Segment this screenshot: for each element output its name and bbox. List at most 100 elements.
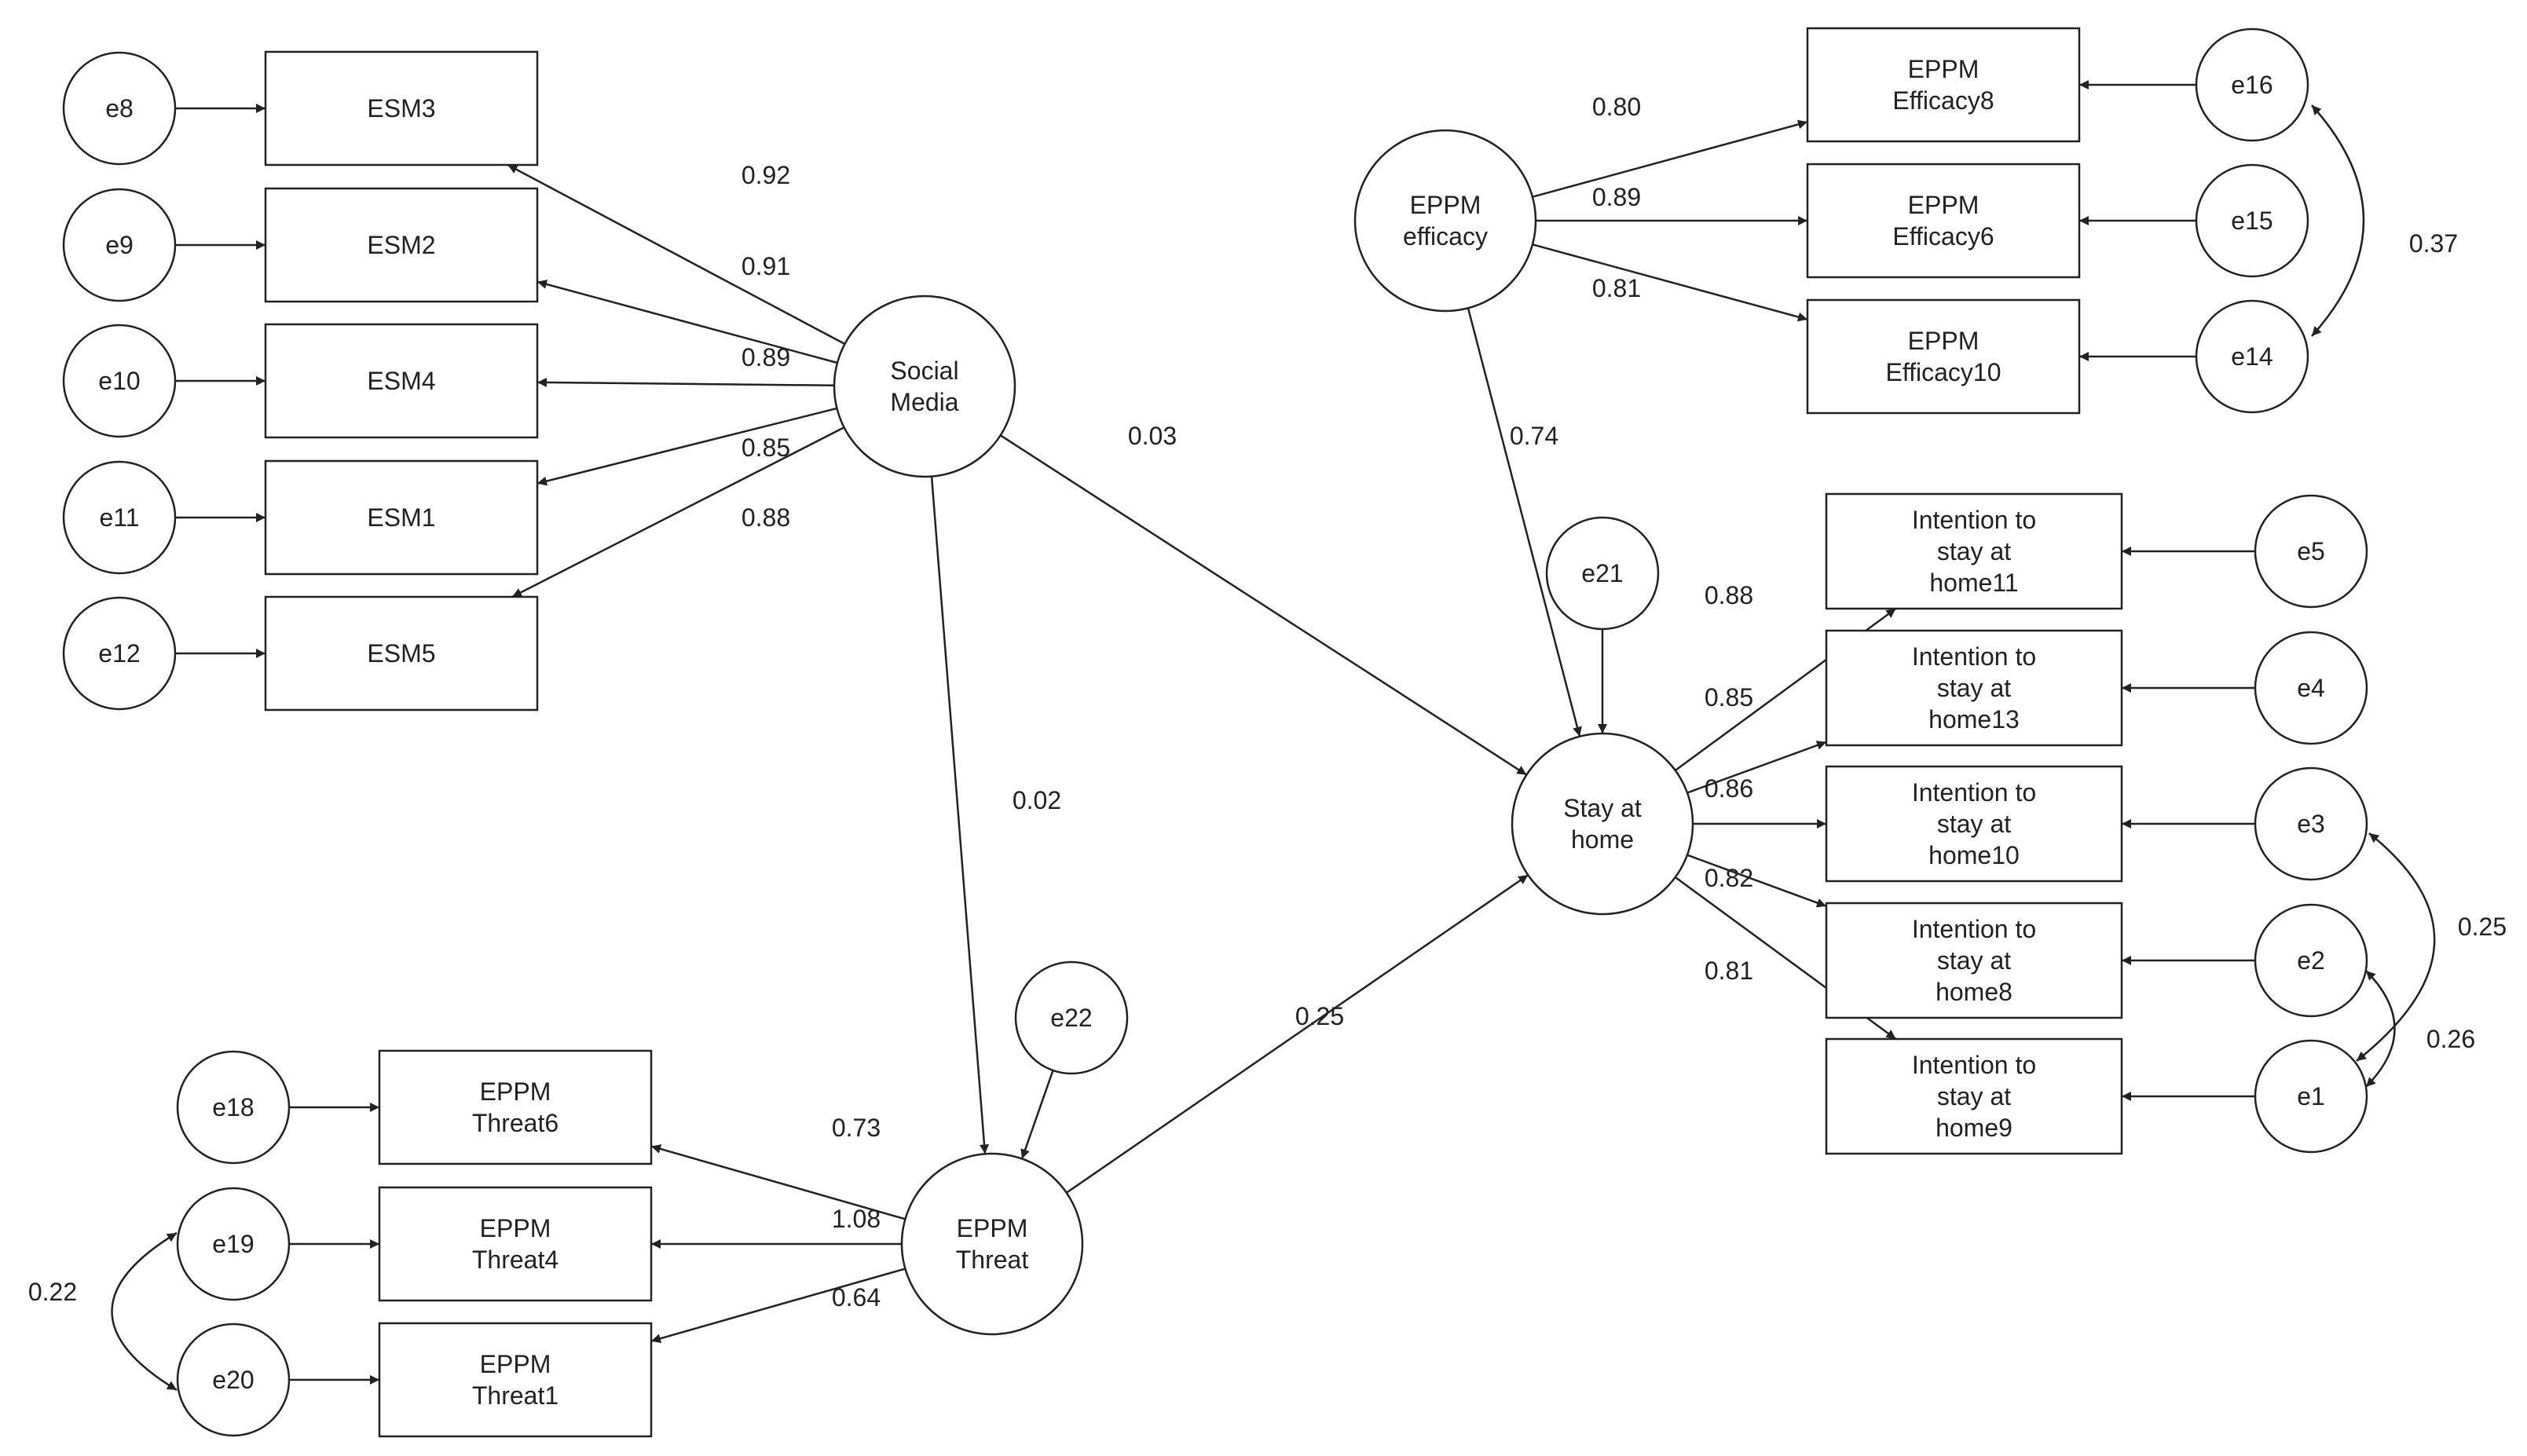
error-term-e4: e4	[2254, 631, 2368, 745]
error-term-circle	[176, 1187, 291, 1301]
error-term-circle	[2195, 299, 2309, 414]
latent-circle	[1353, 129, 1537, 313]
error-term-e21: e21	[1545, 516, 1660, 631]
loading-arrow-sh-to-is8	[1686, 854, 1827, 908]
error-term-label: e3	[2297, 810, 2325, 838]
error-term-e22: e22	[1014, 960, 1129, 1075]
loading-value: 0.91	[742, 252, 790, 280]
error-term-label: e2	[2297, 946, 2325, 975]
error-term-label-line: e14	[2231, 342, 2272, 371]
loading-arrow-sm-to-esm5	[511, 426, 845, 598]
covariance-value: 0.25	[2458, 913, 2507, 941]
error-term-circle	[176, 1050, 291, 1165]
latent-circle	[900, 1152, 1084, 1336]
indicator-label-line: EPPM	[1908, 191, 1979, 219]
loading-value: 0.88	[742, 503, 790, 532]
loading-arrow-sm-to-esm1	[537, 407, 837, 486]
indicator-label-line: home8	[1936, 978, 2012, 1006]
error-term-e8: e8	[62, 51, 177, 166]
latent-label-line: EPPM	[957, 1214, 1028, 1242]
latent-label-line: efficacy	[1403, 222, 1488, 251]
indicator-box	[1825, 1037, 2123, 1155]
indicator-box	[1825, 765, 2123, 883]
indicator-box	[264, 50, 539, 166]
error-term-label-line: e2	[2297, 946, 2325, 975]
latent-circle	[833, 294, 1016, 478]
error-term-label-line: e21	[1581, 559, 1623, 587]
error-term-label: e16	[2231, 71, 2272, 99]
indicator-label-line: EPPM	[480, 1350, 551, 1378]
loading-value: 0.88	[1705, 581, 1753, 609]
error-term-circle	[176, 1322, 291, 1437]
error-term-label: e4	[2297, 674, 2325, 702]
loading-arrow-ef-to-ef10	[1532, 243, 1808, 322]
loading-value: 0.64	[832, 1283, 881, 1311]
indicator-label-line: home11	[1929, 569, 2018, 597]
error-term-label-line: e3	[2297, 810, 2325, 838]
indicator-esm1: ESM1	[264, 459, 539, 576]
error-term-e11: e11	[62, 460, 177, 575]
indicator-box	[1825, 629, 2123, 747]
indicator-box	[264, 595, 539, 712]
indicator-box	[1825, 492, 2123, 610]
error-term-circle	[2254, 766, 2368, 881]
error-term-e3: e3	[2254, 766, 2368, 881]
error-term-label-line: e11	[99, 503, 139, 532]
loading-arrow-sm-to-esm2	[537, 280, 838, 364]
error-term-label: e9	[105, 231, 134, 259]
indicator-label-line: ESM5	[367, 639, 435, 668]
loading-value: 0.80	[1592, 93, 1641, 121]
error-term-circle	[62, 460, 177, 575]
loading-value: 0.81	[1705, 957, 1753, 985]
error-term-e2: e2	[2254, 903, 2368, 1018]
error-term-label-line: e19	[212, 1230, 254, 1258]
indicator-esm3: ESM3	[264, 50, 539, 166]
path-coefficient: 0.03	[1128, 422, 1177, 450]
indicator-box	[378, 1186, 653, 1302]
latent-label-line: Stay at	[1563, 794, 1642, 822]
loading-value: 0.85	[742, 434, 790, 462]
loading-value: 0.86	[1705, 774, 1753, 803]
error-term-circle	[2195, 27, 2309, 142]
loading-value: 0.89	[742, 343, 790, 371]
covariance-value: 0.37	[2409, 229, 2458, 258]
error-term-label: e19	[212, 1230, 254, 1258]
indicator-box	[1806, 298, 2081, 415]
loading-arrow-sm-to-esm3	[507, 163, 846, 346]
error-term-label: e8	[105, 94, 134, 123]
error-term-label-line: e1	[2297, 1082, 2325, 1110]
covariance-arc-e3-e1	[2356, 832, 2436, 1062]
loading-arrow-sm-to-esm4	[537, 377, 835, 387]
indicator-label-line: Intention to	[1912, 1051, 2036, 1079]
indicator-box	[264, 459, 539, 576]
error-term-label: e22	[1050, 1004, 1092, 1032]
loading-value: 0.82	[1705, 864, 1753, 892]
error-term-label: e1	[2297, 1082, 2325, 1110]
indicator-box	[378, 1322, 653, 1438]
path-coefficient: 0.74	[1510, 422, 1558, 450]
indicator-box	[1806, 163, 2081, 279]
error-term-e12: e12	[62, 596, 177, 711]
error-term-e20: e20	[176, 1322, 291, 1437]
path-coefficient: 0.25	[1295, 1002, 1344, 1030]
indicator-label: ESM3	[367, 94, 435, 123]
error-term-label-line: e8	[105, 94, 134, 123]
edges-layer	[111, 80, 2436, 1392]
indicator-label-line: Intention to	[1912, 915, 2036, 943]
loading-value: 0.81	[1592, 274, 1641, 302]
error-term-label-line: e20	[212, 1366, 254, 1394]
indicator-label-line: stay at	[1937, 946, 2011, 975]
error-term-circle	[62, 51, 177, 166]
